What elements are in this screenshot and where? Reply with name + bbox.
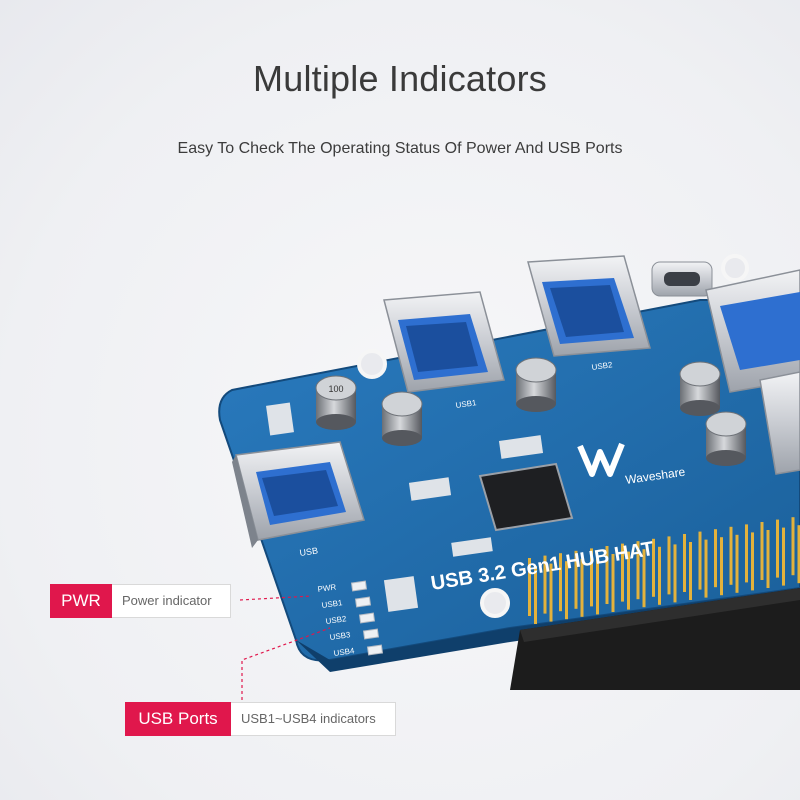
header-pin bbox=[729, 526, 733, 585]
header-pin bbox=[667, 536, 671, 595]
header-pin bbox=[797, 525, 800, 584]
header-pin bbox=[735, 534, 739, 593]
svg-text:USB3: USB3 bbox=[329, 630, 351, 642]
header-pin bbox=[766, 530, 770, 588]
usb-ports-callout: USB Ports USB1~USB4 indicators bbox=[125, 702, 396, 736]
header-pin bbox=[596, 556, 599, 615]
header-pin bbox=[720, 537, 723, 596]
pwr-callout: PWR Power indicator bbox=[50, 584, 231, 618]
header-pin bbox=[751, 532, 754, 591]
header-pin bbox=[658, 546, 661, 605]
led-usb4: USB4 bbox=[333, 644, 384, 658]
capacitors: 100 bbox=[315, 357, 747, 466]
header-pin bbox=[621, 543, 624, 602]
usb-port-left bbox=[232, 441, 365, 548]
header-pin bbox=[689, 542, 692, 600]
header-pin bbox=[642, 549, 646, 608]
usb-ports-tag: USB Ports bbox=[125, 702, 231, 736]
led-usb1: USB1 bbox=[321, 596, 372, 610]
pwr-tag: PWR bbox=[50, 584, 112, 618]
header-pin bbox=[776, 519, 779, 578]
usb-ports-description: USB1~USB4 indicators bbox=[231, 702, 396, 736]
pin-header bbox=[510, 517, 800, 690]
header-pin bbox=[791, 517, 795, 576]
led-pwr: PWR bbox=[317, 580, 368, 594]
page-title: Multiple Indicators bbox=[253, 58, 547, 99]
header-pin bbox=[652, 538, 655, 597]
header-pin bbox=[611, 554, 615, 612]
svg-text:PWR: PWR bbox=[317, 582, 337, 594]
header-pin bbox=[528, 558, 531, 616]
callout-lines bbox=[239, 595, 331, 700]
pwr-leader-line bbox=[239, 595, 313, 601]
header-pin bbox=[627, 551, 630, 610]
indicator-leds: PWR USB1 USB2 USB3 USB4 bbox=[317, 580, 384, 658]
mounting-holes bbox=[357, 254, 749, 618]
header-pin bbox=[745, 524, 748, 583]
header-pin bbox=[782, 527, 785, 586]
svg-text:USB1: USB1 bbox=[321, 598, 343, 610]
header-pin bbox=[574, 550, 578, 609]
header-pin bbox=[549, 563, 553, 622]
header-pin bbox=[543, 555, 547, 614]
capacitor-label: 100 bbox=[328, 384, 343, 394]
header-pin bbox=[636, 541, 640, 600]
header-pin bbox=[673, 544, 677, 603]
silk-usb1: USB1 bbox=[455, 398, 477, 410]
header-pin bbox=[590, 548, 593, 607]
header-pin bbox=[559, 553, 562, 612]
hub-chip bbox=[478, 462, 574, 532]
page-subtitle: Easy To Check The Operating Status Of Po… bbox=[177, 140, 623, 157]
header-pin bbox=[704, 539, 708, 598]
header-pin bbox=[534, 566, 537, 624]
silk-usb2: USB2 bbox=[591, 360, 613, 372]
header-pin bbox=[605, 546, 609, 604]
header-pin bbox=[698, 531, 702, 590]
usb-c-port bbox=[651, 261, 713, 297]
header-pin bbox=[714, 529, 717, 588]
led-usb3: USB3 bbox=[329, 628, 380, 642]
silk-usb: USB bbox=[299, 546, 319, 558]
header-pin bbox=[683, 534, 686, 592]
header-pin bbox=[580, 558, 584, 617]
svg-text:USB4: USB4 bbox=[333, 646, 355, 658]
led-usb2: USB2 bbox=[325, 612, 376, 626]
svg-text:USB2: USB2 bbox=[325, 614, 347, 626]
header-pin bbox=[565, 561, 568, 620]
pwr-description: Power indicator bbox=[112, 584, 231, 618]
usb-leader-line bbox=[241, 627, 331, 700]
usb-port-usb2 bbox=[527, 255, 651, 357]
smd-components bbox=[266, 402, 544, 612]
usb-port-right bbox=[705, 269, 800, 475]
usb-port-usb1 bbox=[383, 291, 505, 393]
header-pin bbox=[760, 522, 764, 580]
